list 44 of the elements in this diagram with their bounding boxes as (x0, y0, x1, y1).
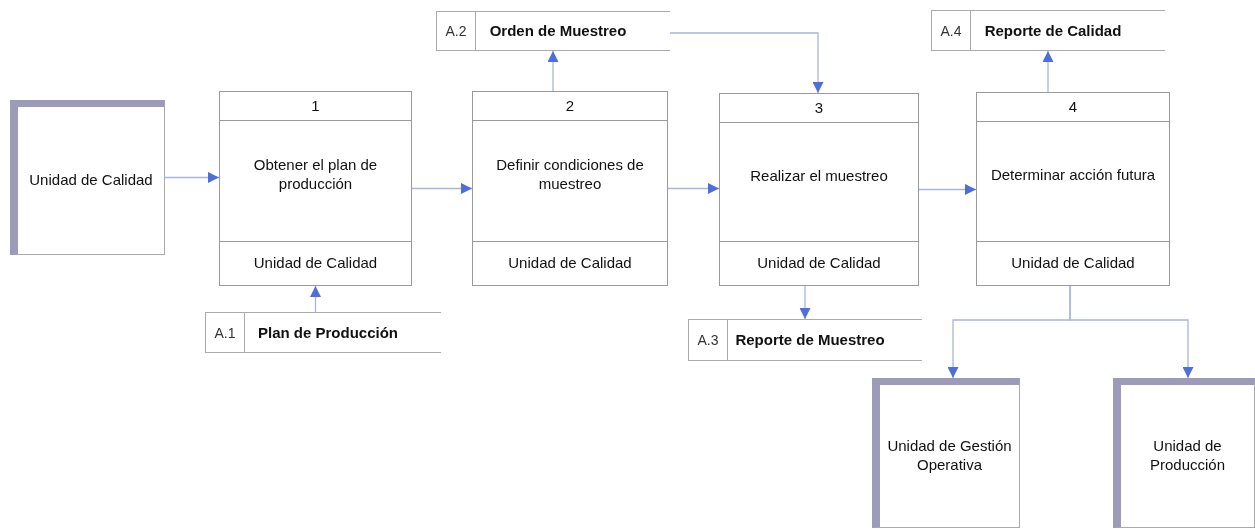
entity-label: Unidad de Producción (1148, 437, 1226, 475)
data-store (205, 312, 441, 353)
process-number: 4 (1068, 97, 1078, 117)
process-label: Obtener el plan de producción (252, 156, 379, 194)
process-box (472, 91, 668, 286)
data-store (931, 10, 1165, 51)
data-store (436, 11, 670, 51)
store-id: A.1 (206, 313, 245, 352)
external-entity-box (872, 378, 1020, 528)
process-owner: Unidad de Calidad (253, 254, 378, 273)
process-number: 1 (311, 96, 320, 116)
process-number: 2 (565, 96, 575, 116)
process-label: Realizar el muestreo (750, 166, 888, 186)
process-number: 3 (814, 98, 824, 118)
data-store (688, 319, 922, 361)
external-entity-box (1113, 378, 1255, 528)
store-label: Orden de Muestreo (488, 21, 628, 42)
entity-label: Unidad de Gestión Operativa (886, 437, 1013, 475)
store-label: Reporte de Muestreo (734, 330, 886, 351)
flow-arrow (669, 32, 824, 94)
process-box (719, 93, 919, 286)
process-owner: Unidad de Calidad (757, 254, 881, 273)
process-owner: Unidad de Calidad (508, 254, 632, 273)
process-box (219, 91, 412, 286)
flow-arrow (310, 285, 321, 313)
process-label: Determinar acción futura (990, 166, 1156, 186)
flow-arrow (547, 50, 559, 92)
entity-label: Unidad de Calidad (29, 171, 153, 190)
flow-arrow (918, 184, 977, 195)
store-label: Plan de Producción (257, 322, 399, 343)
flow-arrow (411, 183, 473, 194)
store-label: Reporte de Calidad (983, 20, 1123, 41)
process-owner: Unidad de Calidad (1011, 254, 1135, 273)
flow-arrow (1069, 285, 1194, 379)
store-id: A.4 (932, 11, 971, 50)
flow-arrow (1042, 50, 1054, 93)
process-label: Definir condiciones de muestreo (495, 156, 645, 194)
flow-arrow (667, 183, 720, 194)
process-box (976, 92, 1170, 286)
external-entity-box (10, 100, 165, 255)
flow-arrow (164, 172, 220, 183)
store-id: A.3 (689, 320, 728, 360)
flow-arrow (799, 285, 811, 320)
store-id: A.2 (437, 12, 476, 50)
